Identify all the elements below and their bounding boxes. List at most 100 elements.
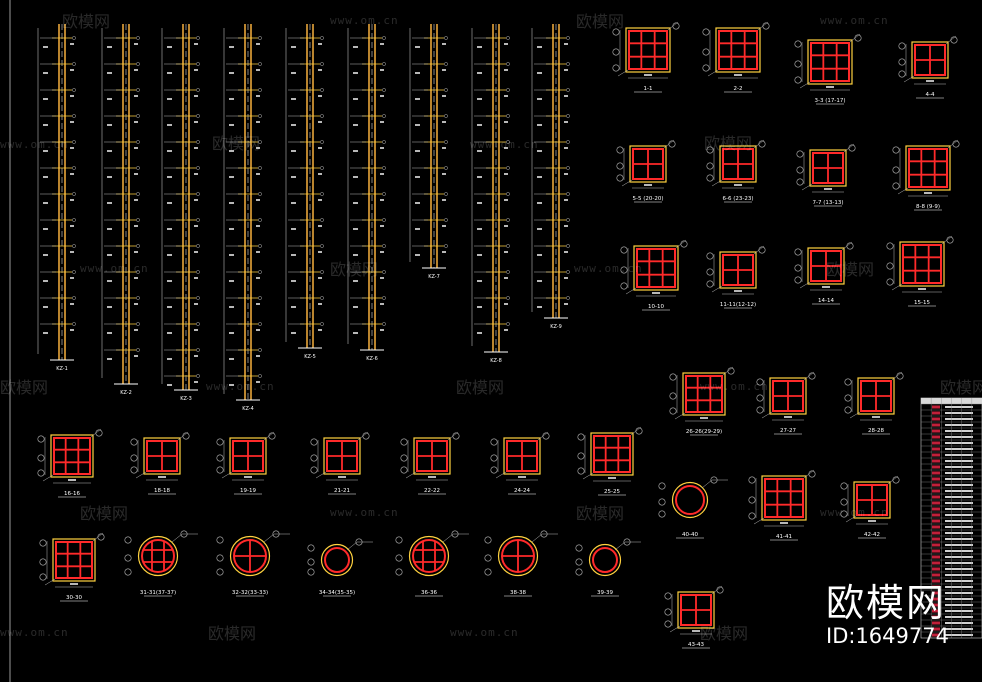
section-label: 6-6 (23-23) bbox=[722, 196, 753, 202]
note-text bbox=[107, 280, 112, 282]
note-text bbox=[564, 121, 568, 123]
note-text bbox=[477, 332, 482, 334]
leader-line bbox=[617, 69, 629, 77]
column-label: KZ-4 bbox=[242, 406, 254, 412]
leader-line bbox=[346, 541, 358, 551]
table-cell-text bbox=[945, 628, 973, 630]
note-text bbox=[70, 95, 74, 97]
section-outline bbox=[229, 437, 267, 475]
section-marker bbox=[566, 88, 570, 92]
note-text bbox=[256, 95, 260, 97]
note-text bbox=[134, 225, 138, 227]
section-outline bbox=[503, 437, 541, 475]
note-text bbox=[167, 98, 172, 100]
rebar-callout-bubble bbox=[758, 140, 766, 148]
section-marker bbox=[258, 348, 262, 352]
note-text bbox=[229, 384, 234, 386]
watermark-brand: 欧模网 bbox=[456, 378, 505, 397]
note-text bbox=[380, 199, 384, 201]
stirrup bbox=[55, 541, 93, 579]
table-cell-text bbox=[945, 514, 973, 516]
note-text bbox=[70, 43, 74, 45]
rebar-callout-bubble bbox=[39, 558, 47, 566]
section-marker bbox=[444, 36, 448, 40]
section-marker bbox=[566, 36, 570, 40]
watermark-brand: 欧模网 bbox=[940, 378, 982, 397]
section-marker bbox=[196, 270, 200, 274]
rebar-callout-bubble bbox=[702, 28, 710, 36]
rebar-callout-bubble bbox=[950, 36, 958, 44]
watermark-url: www.om.cn bbox=[80, 262, 149, 275]
section-marker bbox=[444, 88, 448, 92]
table-cell-mark bbox=[932, 471, 940, 475]
section-marker bbox=[320, 36, 324, 40]
section-outline bbox=[229, 535, 271, 577]
note-text bbox=[380, 329, 384, 331]
section-marker bbox=[566, 192, 570, 196]
section-detail: 30-30 bbox=[39, 532, 105, 602]
section-label: 8-8 (9-9) bbox=[916, 204, 940, 210]
leader-line bbox=[849, 411, 861, 419]
rebar-callout-bubble bbox=[37, 454, 45, 462]
section-outline bbox=[323, 437, 361, 475]
rebar-callout-bubble bbox=[706, 268, 714, 276]
rebar-callout-bubble bbox=[706, 280, 714, 288]
rebar-callout-bubble bbox=[577, 452, 585, 460]
note-text bbox=[107, 176, 112, 178]
section-marker bbox=[566, 218, 570, 222]
note-text bbox=[43, 150, 48, 152]
table-cell-text bbox=[945, 460, 973, 462]
stirrup bbox=[416, 440, 448, 472]
rebar-callout-bubble bbox=[658, 498, 666, 506]
note-text bbox=[318, 277, 322, 279]
section-detail: 7-7 (13-13) bbox=[796, 143, 856, 207]
section-marker bbox=[72, 322, 76, 326]
section-marker bbox=[320, 88, 324, 92]
note-text bbox=[194, 329, 198, 331]
section-marker bbox=[506, 218, 510, 222]
rebar-callout-bubble bbox=[794, 276, 802, 284]
stirrup bbox=[146, 440, 178, 472]
table-cell-mark bbox=[932, 561, 940, 565]
section-outline bbox=[853, 481, 891, 519]
column-label: KZ-3 bbox=[180, 396, 192, 402]
stirrup bbox=[506, 440, 538, 472]
note-text bbox=[291, 124, 296, 126]
note-text bbox=[415, 150, 420, 152]
model-id: ID:1649774 bbox=[826, 624, 949, 648]
watermark-url: www.om.cn bbox=[330, 506, 399, 519]
rebar-callout-bubble bbox=[706, 146, 714, 154]
dimension-text bbox=[68, 479, 76, 481]
table-cell-text bbox=[945, 634, 973, 636]
leader-line bbox=[799, 281, 811, 289]
leader-line bbox=[669, 625, 681, 633]
column-label: KZ-5 bbox=[304, 354, 316, 360]
rebar-callout-bubble bbox=[710, 476, 718, 484]
spiral-stirrup bbox=[324, 547, 350, 573]
section-marker bbox=[136, 88, 140, 92]
note-text bbox=[318, 199, 322, 201]
note-text bbox=[256, 43, 260, 45]
section-marker bbox=[258, 140, 262, 144]
dimension-text bbox=[734, 290, 742, 292]
rebar-callout-bubble bbox=[310, 454, 318, 462]
note-text bbox=[318, 303, 322, 305]
section-outline bbox=[682, 372, 726, 416]
table-cell-mark bbox=[932, 609, 940, 613]
rebar-callout-bubble bbox=[182, 432, 190, 440]
rebar-callout-bubble bbox=[854, 34, 862, 42]
note-text bbox=[194, 251, 198, 253]
stirrup bbox=[718, 30, 758, 70]
note-text bbox=[353, 228, 358, 230]
rebar-callout-bubble bbox=[451, 530, 459, 538]
section-marker bbox=[382, 62, 386, 66]
table-cell-text bbox=[945, 538, 973, 540]
note-text bbox=[256, 69, 260, 71]
note-text bbox=[229, 306, 234, 308]
note-text bbox=[134, 329, 138, 331]
rebar-callout-bubble bbox=[706, 174, 714, 182]
section-detail: 39-39 bbox=[575, 538, 641, 597]
table-cell-text bbox=[945, 436, 973, 438]
rebar-callout-bubble bbox=[452, 432, 460, 440]
